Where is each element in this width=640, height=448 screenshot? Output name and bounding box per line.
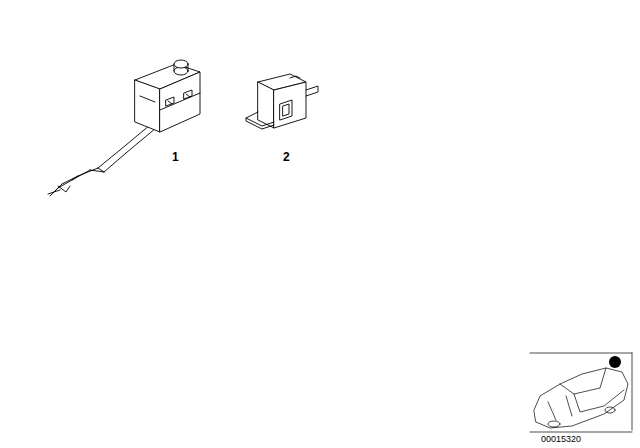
micro-switch [48, 60, 200, 196]
location-dot [609, 356, 621, 368]
callout-number: 1 [172, 151, 179, 163]
callout-number: 2 [283, 151, 290, 163]
vehicle-thumbnail [530, 353, 632, 432]
connector-housing [246, 74, 318, 129]
diagram-number: 00015320 [541, 435, 581, 444]
